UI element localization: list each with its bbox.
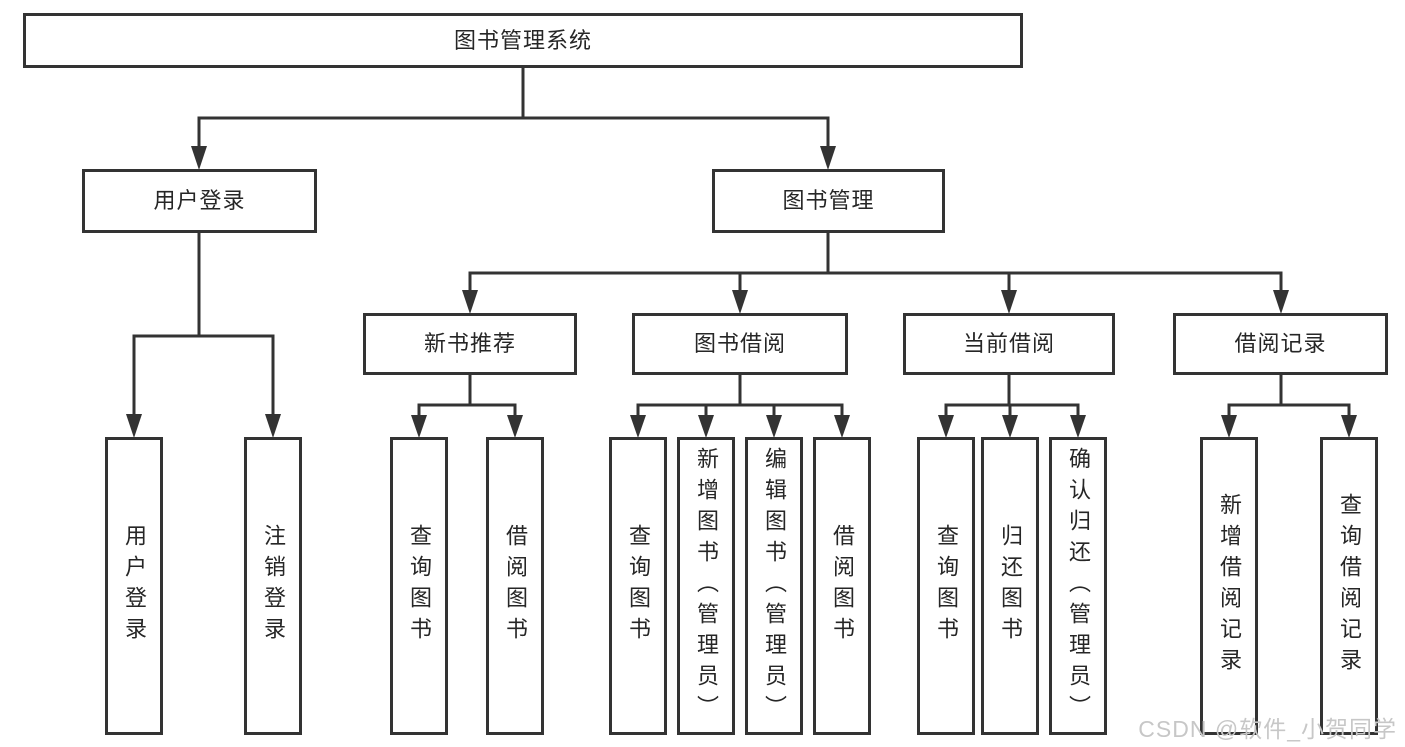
node-bb-add-books-admin: 新增图书（管理员） <box>677 437 735 735</box>
arrowhead <box>411 415 427 438</box>
arrowhead <box>820 146 836 170</box>
arrowhead <box>126 414 142 438</box>
csdn-watermark: CSDN @软件_小贺同学 <box>1138 716 1397 742</box>
node-bb-borrow-books: 借阅图书 <box>813 437 871 735</box>
arrowhead <box>191 146 207 170</box>
connector-current-borrow-children <box>938 375 1086 438</box>
node-user-login: 用户登录 <box>82 169 317 233</box>
node-borrow-records: 借阅记录 <box>1173 313 1388 375</box>
connector-user-login-children <box>126 233 281 438</box>
node-cb-confirm-return-admin: 确认归还（管理员） <box>1049 437 1107 735</box>
connector-root-to-level2 <box>191 68 836 170</box>
arrowhead <box>462 290 478 314</box>
arrowhead <box>698 415 714 438</box>
connector-book-management-children <box>462 233 1289 314</box>
arrowhead <box>1341 415 1357 438</box>
node-new-book-recommend: 新书推荐 <box>363 313 577 375</box>
arrowhead <box>1002 415 1018 438</box>
arrowhead <box>1273 290 1289 314</box>
arrowhead <box>1070 415 1086 438</box>
arrowhead <box>834 415 850 438</box>
arrowhead <box>938 415 954 438</box>
arrowhead <box>1221 415 1237 438</box>
arrowhead <box>766 415 782 438</box>
node-cb-return-books: 归还图书 <box>981 437 1039 735</box>
node-logout-action: 注销登录 <box>244 437 302 735</box>
connector-borrow-records-children <box>1221 375 1357 438</box>
node-nbr-borrow-books: 借阅图书 <box>486 437 544 735</box>
node-cb-query-books: 查询图书 <box>917 437 975 735</box>
arrowhead <box>265 414 281 438</box>
node-system-root: 图书管理系统 <box>23 13 1023 68</box>
node-bb-edit-books-admin: 编辑图书（管理员） <box>745 437 803 735</box>
node-book-borrow: 图书借阅 <box>632 313 848 375</box>
node-user-login-action: 用户登录 <box>105 437 163 735</box>
node-bb-query-books: 查询图书 <box>609 437 667 735</box>
node-br-add-record: 新增借阅记录 <box>1200 437 1258 735</box>
arrowhead <box>630 415 646 438</box>
connector-new-book-children <box>411 375 523 438</box>
node-nbr-query-books: 查询图书 <box>390 437 448 735</box>
node-current-borrow: 当前借阅 <box>903 313 1115 375</box>
node-book-management: 图书管理 <box>712 169 945 233</box>
arrowhead <box>1001 290 1017 314</box>
arrowhead <box>732 290 748 314</box>
connector-book-borrow-children <box>630 375 850 438</box>
node-br-query-record: 查询借阅记录 <box>1320 437 1378 735</box>
arrowhead <box>507 415 523 438</box>
